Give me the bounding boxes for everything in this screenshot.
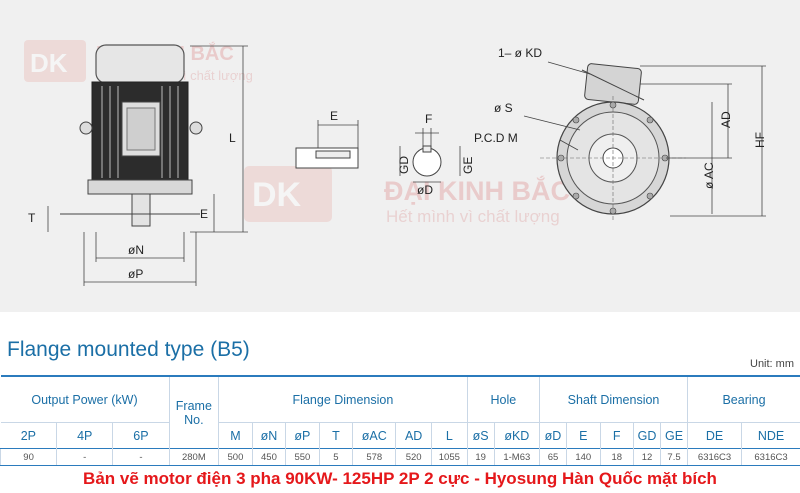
dim-P: øP xyxy=(128,267,143,281)
front-dimension-lines xyxy=(47,45,248,286)
col-DE: DE xyxy=(687,422,742,449)
cell-NDE: 6316C3 xyxy=(741,448,800,466)
cell-AD: 520 xyxy=(395,448,432,466)
col-AD: AD xyxy=(395,422,432,449)
watermark-logo xyxy=(244,166,332,222)
watermark-name: ĐẠI KINH BẮC xyxy=(384,175,570,206)
dim-D: øD xyxy=(417,183,433,197)
motor-dimension-drawing: DK ĐẠI KINH BẮC Hết mình vì chất lượng D… xyxy=(24,40,767,286)
col-S: øS xyxy=(466,422,495,449)
dim-AD: AD xyxy=(719,111,733,128)
cell-N: 450 xyxy=(251,448,286,466)
header-shaft-dimension: Shaft Dimension xyxy=(539,376,688,423)
cell-GD: 12 xyxy=(632,448,661,466)
cell-M: 500 xyxy=(218,448,253,466)
cell-6P: - xyxy=(112,448,170,466)
col-4P: 4P xyxy=(56,422,113,449)
cell-D: 65 xyxy=(539,448,567,466)
watermark-brand: DK xyxy=(30,48,68,78)
motor-front-view xyxy=(60,44,203,227)
cell-4P: - xyxy=(56,448,113,466)
col-AC: øAC xyxy=(352,422,396,449)
shaft-section-view xyxy=(399,128,461,183)
cell-E: 140 xyxy=(566,448,600,466)
header-frame-no: Frame No. xyxy=(168,376,219,449)
cell-P: 550 xyxy=(285,448,320,466)
dim-T: T xyxy=(28,211,36,225)
cell-AC: 578 xyxy=(352,448,396,466)
watermark-middle: DK ĐẠI KINH BẮC Hết mình vì chất lượng xyxy=(244,166,570,226)
watermark-logo xyxy=(24,40,86,82)
section-title: Flange mounted type (B5) xyxy=(7,338,250,361)
caption: Bản vẽ motor điện 3 pha 90KW- 125HP 2P 2… xyxy=(83,469,717,488)
dimension-drawing: DK ĐẠI KINH BẮC Hết mình vì chất lượng D… xyxy=(0,0,800,312)
col-GD: GD xyxy=(632,422,661,449)
spec-table: Output Power (kW) Frame No. Flange Dimen… xyxy=(0,375,800,466)
col-2P: 2P xyxy=(0,422,57,449)
col-M: M xyxy=(218,422,253,449)
header-hole: Hole xyxy=(466,376,540,423)
col-F: F xyxy=(599,422,634,449)
col-6P: 6P xyxy=(112,422,170,449)
dim-E-shaft: E xyxy=(330,109,338,123)
cell-T: 5 xyxy=(318,448,353,466)
col-KD: øKD xyxy=(493,422,540,449)
dim-F: F xyxy=(425,112,432,126)
dim-PCD: P.C.D M xyxy=(474,131,518,145)
header-flange-dimension: Flange Dimension xyxy=(218,376,468,423)
flange-dimension-lines xyxy=(523,61,766,217)
dim-L: L xyxy=(229,131,236,145)
cell-2P: 90 xyxy=(0,448,57,466)
dim-E-front: E xyxy=(200,207,208,221)
dim-KD: 1– ø KD xyxy=(498,46,542,60)
dim-S: ø S xyxy=(494,101,513,115)
cell-S: 19 xyxy=(466,448,495,466)
col-NDE: NDE xyxy=(741,422,800,449)
header-bearing: Bearing xyxy=(687,376,800,423)
dim-HF: HF xyxy=(753,132,767,148)
cell-L: 1055 xyxy=(430,448,468,466)
header-output-power: Output Power (kW) xyxy=(31,392,138,407)
table-header-columns: 2P 4P 6P M øN øP T øAC AD L øS øKD øD E … xyxy=(0,422,800,449)
watermark-slogan: Hết mình vì chất lượng xyxy=(386,207,560,226)
shaft-side-view xyxy=(295,120,359,169)
col-D: øD xyxy=(539,422,567,449)
col-L: L xyxy=(430,422,468,449)
watermark-brand: DK xyxy=(252,176,302,214)
dim-N: øN xyxy=(128,243,144,257)
table-header-groups: Output Power (kW) Frame No. Flange Dimen… xyxy=(0,376,800,449)
unit-label: Unit: mm xyxy=(750,358,794,370)
cell-DE: 6316C3 xyxy=(687,448,742,466)
col-GE: GE xyxy=(659,422,688,449)
col-N: øN xyxy=(251,422,286,449)
table-row: 90 - - 280M 500 450 550 5 578 520 1055 1… xyxy=(0,448,800,466)
dim-AC: ø AC xyxy=(702,162,716,189)
col-E: E xyxy=(566,422,600,449)
col-T: T xyxy=(318,422,353,449)
dim-GE: GE xyxy=(461,157,475,174)
flange-end-view xyxy=(540,63,686,220)
cell-GE: 7.5 xyxy=(659,448,688,466)
cell-frame: 280M xyxy=(168,448,219,466)
col-P: øP xyxy=(285,422,320,449)
dim-GD: GD xyxy=(397,156,411,174)
cell-KD: 1-M63 xyxy=(493,448,540,466)
cell-F: 18 xyxy=(599,448,634,466)
